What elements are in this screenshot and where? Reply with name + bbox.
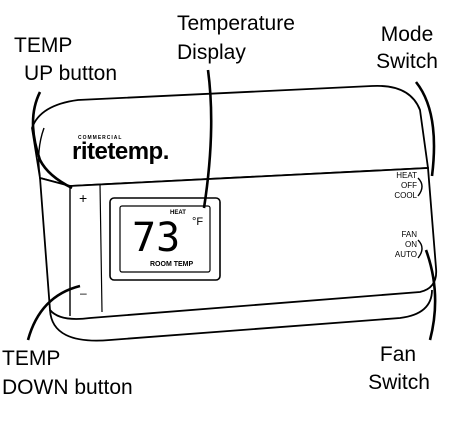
mode-leader <box>414 81 436 177</box>
display-caption: ROOM TEMP <box>150 261 194 268</box>
temp-up-label-line1: TEMP <box>14 34 73 57</box>
fan-leader <box>424 249 437 341</box>
temperature-leader <box>202 69 213 209</box>
thermostat-bottom-lip <box>49 289 433 342</box>
temperature-label-line2: Display <box>177 41 246 64</box>
mode-option-cool[interactable]: COOL <box>394 191 417 200</box>
mode-label-line2: Switch <box>376 50 438 73</box>
temp-down-button[interactable]: – <box>80 286 87 300</box>
fan-switch-title: FAN <box>401 230 417 239</box>
temperature-label-line1: Temperature <box>177 12 295 35</box>
temp-up-leader <box>31 91 73 190</box>
temp-up-label-line2: UP button <box>24 62 118 85</box>
mode-option-off[interactable]: OFF <box>401 181 417 190</box>
mode-label-line1: Mode <box>380 23 434 46</box>
fan-label-line2: Switch <box>368 371 430 394</box>
thermostat-top-cover <box>31 85 430 187</box>
display-temperature-value: 73 <box>132 215 181 261</box>
fan-option-on[interactable]: ON <box>405 240 417 249</box>
brand-logo: ritetemp. <box>72 138 169 165</box>
temp-down-label-line1: TEMP <box>2 347 61 370</box>
mode-option-heat[interactable]: HEAT <box>396 171 417 180</box>
fan-option-auto[interactable]: AUTO <box>394 250 417 259</box>
temp-up-button[interactable]: + <box>79 190 88 206</box>
fan-label-line1: Fan <box>379 343 417 366</box>
temp-down-leader <box>26 284 81 341</box>
fan-switch-slider <box>417 239 423 259</box>
brand-subtitle: COMMERCIAL <box>78 135 123 141</box>
thermostat-body <box>39 167 438 320</box>
lcd-screen <box>119 205 211 273</box>
display-unit: °F <box>192 216 204 228</box>
temp-down-label-line2: DOWN button <box>2 376 133 399</box>
mode-switch-slider <box>417 177 423 197</box>
display-mode-text: HEAT <box>170 210 186 216</box>
